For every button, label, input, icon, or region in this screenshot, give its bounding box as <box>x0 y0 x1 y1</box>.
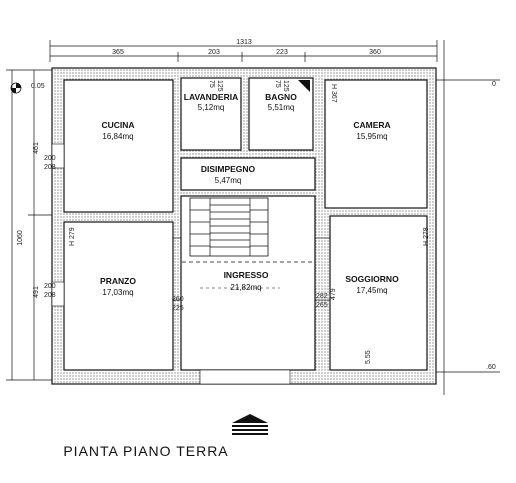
room-labels: CUCINA 16,84mq LAVANDERIA 5,12mq BAGNO 5… <box>100 92 399 297</box>
dim-bagno-door-1: 75 <box>274 80 281 88</box>
room-ingresso-area: 21,82mq <box>230 283 261 292</box>
dim-ingresso-left-1: 260 <box>172 296 184 303</box>
room-cucina-area: 16,84mq <box>102 132 133 141</box>
dim-cucina-window-1: 200 <box>44 155 56 162</box>
dim-lav-door-2: 125 <box>216 80 223 92</box>
room-pranzo-name: PRANZO <box>100 276 136 286</box>
dim-bottom-right: 5.55 <box>365 350 372 364</box>
dim-pranzo-window-2: 208 <box>44 292 56 299</box>
title-block: PIANTA PIANO TERRA <box>63 414 268 459</box>
dim-top-4: 360 <box>369 49 381 56</box>
room-lavanderia-name: LAVANDERIA <box>184 92 238 102</box>
dim-pranzo-window-1: 200 <box>44 283 56 290</box>
dim-left-total: 1060 <box>17 230 24 246</box>
staircase <box>182 197 315 263</box>
dim-lav-door-1: 75 <box>208 80 215 88</box>
dim-h-soggiorno: H 278 <box>423 227 430 246</box>
dim-left-lower: 491 <box>33 286 40 298</box>
left-dimensions: 1060 461 491 0.05 <box>6 69 56 381</box>
dim-h-pranzo: H 279 <box>69 227 76 246</box>
dim-top-3: 223 <box>276 49 288 56</box>
dim-ingresso-left-2: 225 <box>172 305 184 312</box>
dim-ingresso-right-2: 265 <box>316 302 328 309</box>
room-cucina-name: CUCINA <box>101 120 134 130</box>
page-title: PIANTA PIANO TERRA <box>63 443 228 459</box>
dim-ingresso-right-1: 282 <box>316 293 328 300</box>
room-lavanderia-area: 5,12mq <box>198 103 225 112</box>
building-logo-icon <box>232 414 268 435</box>
dim-soggiorno-height: 479 <box>330 288 337 300</box>
room-soggiorno-area: 17,45mq <box>356 286 387 295</box>
room-camera-name: CAMERA <box>353 120 390 130</box>
vent-icon <box>298 80 310 92</box>
room-bagno-name: BAGNO <box>265 92 297 102</box>
dim-left-upper: 461 <box>33 142 40 154</box>
dim-top-2: 203 <box>208 49 220 56</box>
room-disimpegno-name: DISIMPEGNO <box>201 164 256 174</box>
dim-total-width: 1313 <box>236 39 252 46</box>
room-camera-area: 15,95mq <box>356 132 387 141</box>
dim-right-top: 0 <box>492 81 496 88</box>
room-pranzo-area: 17,03mq <box>102 288 133 297</box>
dim-bagno-door-2: 125 <box>282 80 289 92</box>
top-dimensions: 1313 365 203 223 360 <box>49 39 438 62</box>
dim-left-corner: 0.05 <box>31 83 45 90</box>
room-ingresso-name: INGRESSO <box>224 270 269 280</box>
room-soggiorno-name: SOGGIORNO <box>345 274 399 284</box>
room-bagno-area: 5,51mq <box>268 103 295 112</box>
openings <box>51 80 330 385</box>
dim-cucina-window-2: 208 <box>44 164 56 171</box>
dim-h-camera: H 367 <box>330 84 337 103</box>
room-disimpegno-area: 5,47mq <box>215 176 242 185</box>
inner-dimensions: 200 208 200 208 75 125 75 125 260 225 28… <box>44 80 496 371</box>
dim-top-1: 365 <box>112 49 124 56</box>
dim-right-bottom: .60 <box>486 364 496 371</box>
right-extension-lines <box>436 40 500 395</box>
